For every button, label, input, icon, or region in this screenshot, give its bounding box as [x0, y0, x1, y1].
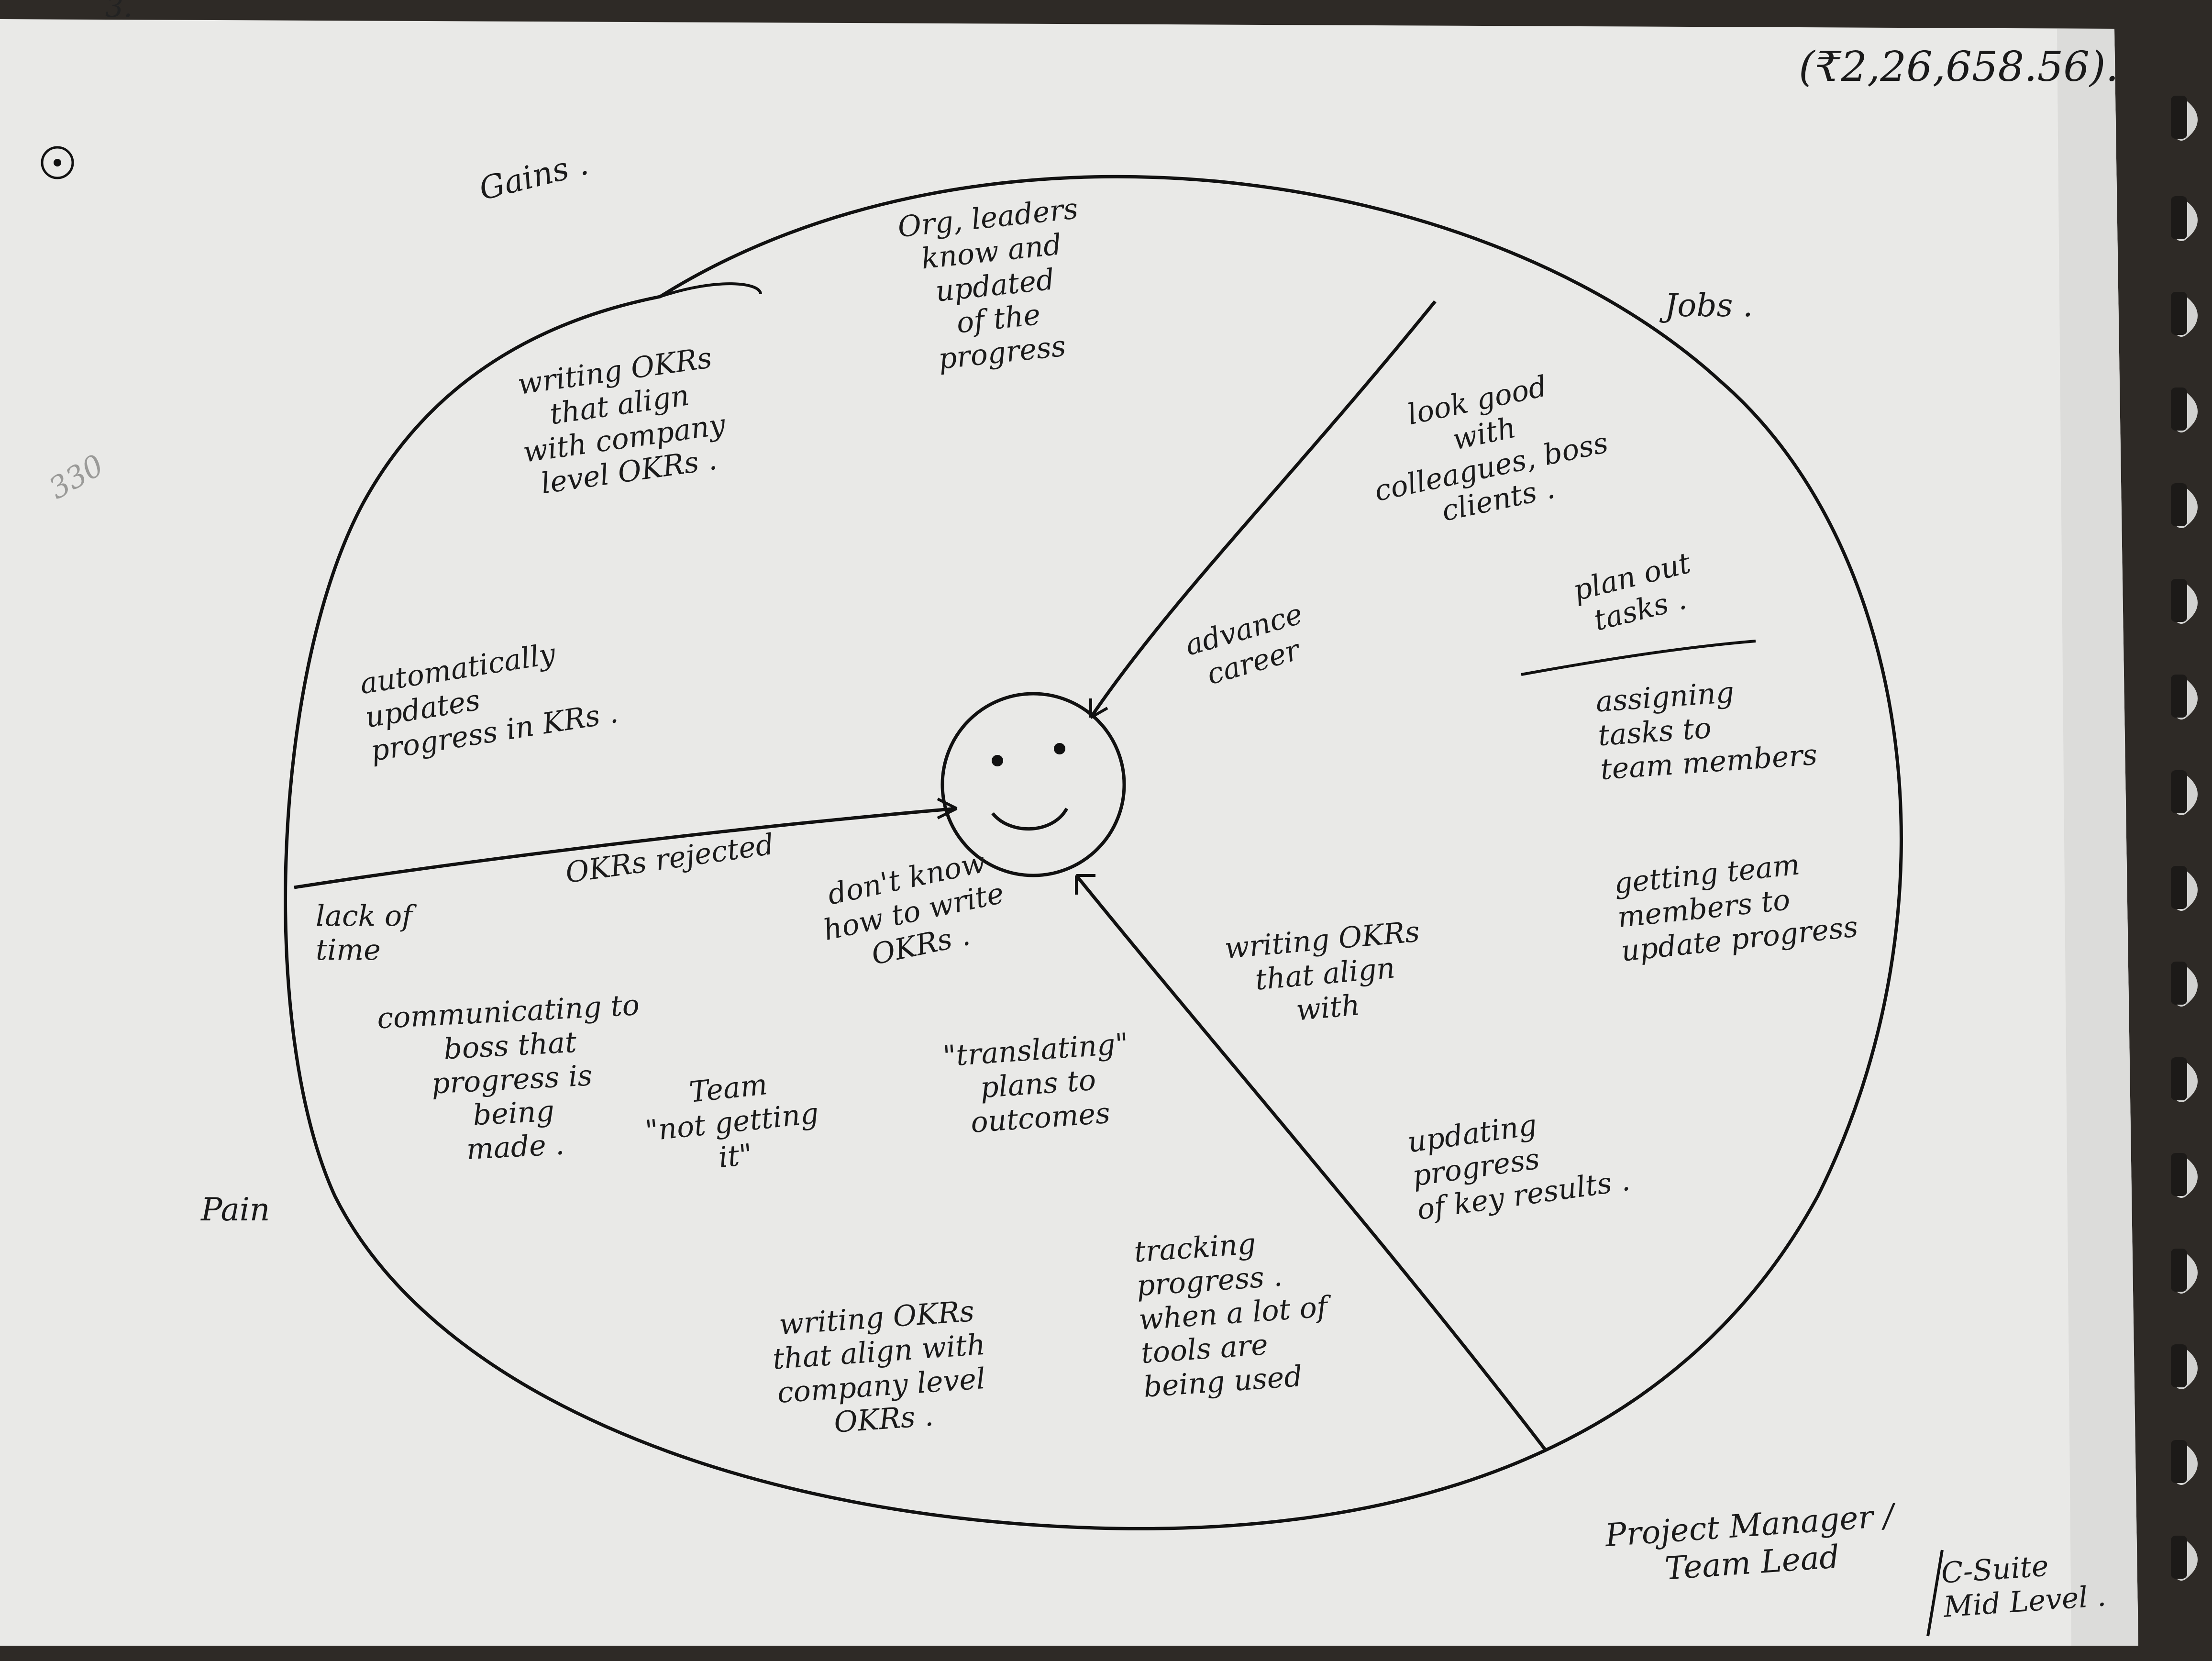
note-communicating: communicating to boss that progress is b…: [376, 988, 641, 1167]
paper-page: [0, 19, 2138, 1646]
jobs-label: Jobs .: [1665, 287, 1753, 324]
amount-text: (₹2,26,658.56).: [1799, 43, 2119, 91]
divider-jobs-gains: [1089, 300, 1437, 719]
note-team-not-getting-it: Team "not getting it": [643, 1068, 820, 1174]
note-writing-okrs-company: writing OKRs that align with company lev…: [771, 1295, 987, 1440]
divider-pain-jobs: [1075, 874, 1547, 1451]
persona-c-suite: C-Suite Mid Level .: [1940, 1549, 2107, 1624]
margin-mark-top: 3.: [105, 0, 133, 24]
note-lack-of-time: lack of time: [316, 899, 413, 967]
paper-edge-shadow: [2057, 29, 2138, 1646]
note-writing-okrs-align-with: writing OKRs that align with: [1223, 915, 1421, 1028]
note-org-leaders: Org, leaders know and updated of the pro…: [896, 192, 1080, 376]
canvas-circle: [284, 175, 1903, 1530]
note-tracking-progress: tracking progress . when a lot of tools …: [1133, 1227, 1329, 1405]
note-translating: "translating" plans to outcomes: [941, 1027, 1130, 1140]
pain-label: Pain: [201, 1191, 270, 1228]
arrow-head-bottom: [1075, 874, 1095, 895]
persona-divider: [1926, 1550, 1944, 1637]
bullet-mark: [41, 146, 74, 179]
note-assigning-tasks: assigning tasks to team members: [1594, 675, 1819, 786]
spiral-holes: [2171, 96, 2187, 1579]
plan-tasks-underline: [1521, 640, 1756, 676]
smiley-face-icon: [940, 692, 1126, 877]
divider-gains-pain: [294, 807, 957, 889]
circle-overlap-stroke: [660, 282, 762, 298]
